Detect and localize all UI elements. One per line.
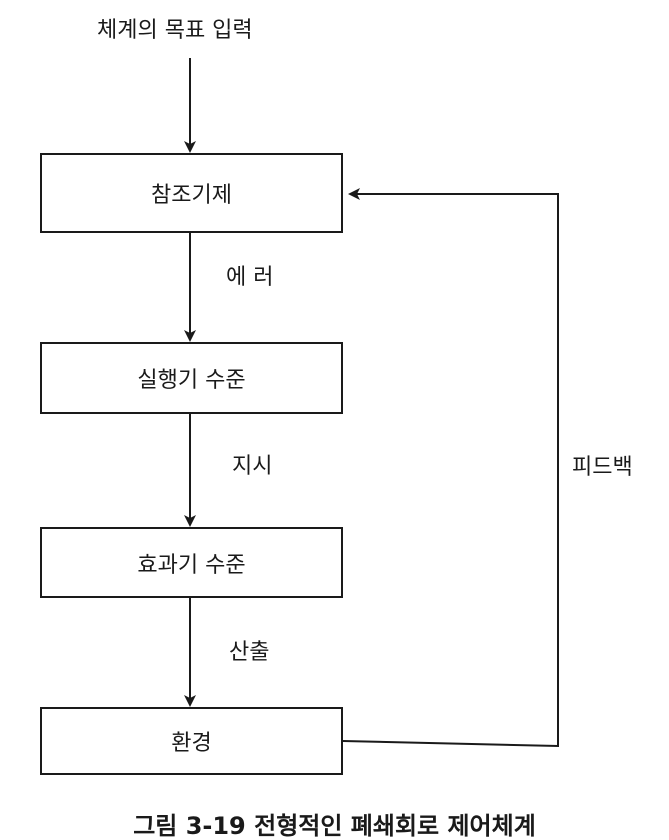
effector-level-box: 효과기 수준 <box>40 527 343 598</box>
executor-level-label: 실행기 수준 <box>137 368 246 393</box>
feedback-label: 피드백 <box>572 455 633 480</box>
executor-level-box: 실행기 수준 <box>40 342 343 414</box>
input-label: 체계의 목표 입력 <box>97 18 253 43</box>
effector-level-label: 효과기 수준 <box>137 552 246 578</box>
figure-caption: 그림 3-19 전형적인 폐쇄회로 제어체계 <box>133 812 536 840</box>
reference-mechanism-label: 참조기제 <box>151 183 232 208</box>
output-label: 산출 <box>229 640 270 665</box>
environment-label: 환경 <box>171 731 212 756</box>
feedback-loop-line <box>342 188 559 748</box>
instruction-label: 지시 <box>232 454 273 479</box>
error-label: 에 러 <box>226 265 274 290</box>
environment-box: 환경 <box>40 707 343 775</box>
reference-mechanism-box: 참조기제 <box>40 153 343 233</box>
